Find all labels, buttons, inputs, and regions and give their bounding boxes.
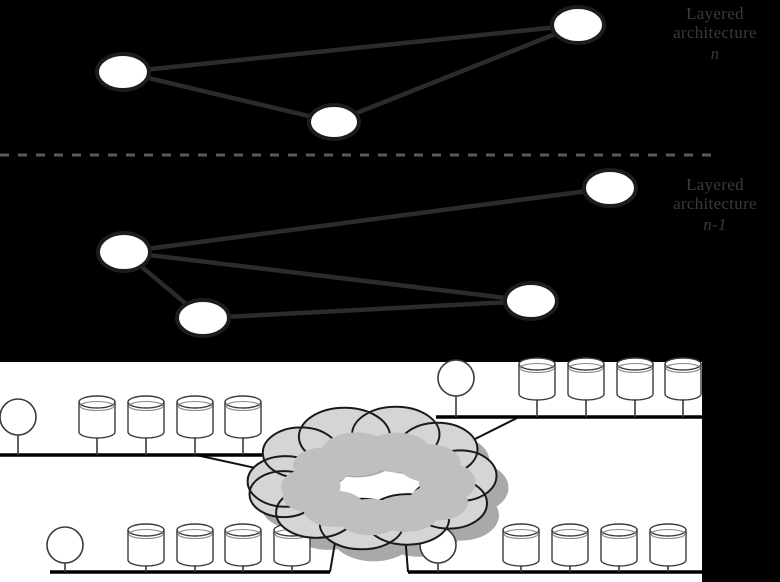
server-cylinder-icon[interactable]	[176, 395, 214, 439]
layer-label-n1-line2: architecture	[673, 194, 757, 213]
cloud-inner-shading	[281, 432, 476, 536]
cylinder-top-inner	[225, 528, 261, 540]
cylinder-top-inner	[128, 400, 164, 412]
cylinder-body	[616, 363, 654, 401]
layer-label-n1-line1: Layered	[686, 175, 744, 194]
layer-label-n-line1: Layered	[686, 4, 744, 23]
server-cylinder-icon[interactable]	[127, 523, 165, 567]
cylinder-body	[127, 401, 165, 439]
server-cylinder-icon[interactable]	[600, 523, 638, 567]
server-cylinder-icon[interactable]	[224, 523, 262, 567]
server-cylinder-icon[interactable]	[224, 395, 262, 439]
layer-edge	[356, 32, 555, 115]
server-cylinder-icon[interactable]	[649, 523, 687, 567]
cylinder-body	[224, 401, 262, 439]
server-cylinder-icon[interactable]	[176, 523, 214, 567]
cylinder-body	[600, 529, 638, 567]
layer-edge	[150, 189, 584, 251]
lan-bottom-right	[403, 521, 702, 574]
cylinder-body	[78, 401, 116, 439]
layer-label-n1-index: n-1	[703, 215, 727, 234]
server-cylinder-icon[interactable]	[616, 357, 654, 401]
cylinder-top-inner	[665, 362, 701, 374]
lan-top-left	[0, 395, 284, 475]
layer-node[interactable]	[503, 281, 559, 321]
cylinder-top-inner	[177, 528, 213, 540]
layer-edge	[150, 253, 505, 300]
layer-node[interactable]	[96, 231, 152, 273]
cylinder-top-inner	[225, 400, 261, 412]
server-cylinder-icon[interactable]	[664, 357, 702, 401]
server-cylinder-icon[interactable]	[518, 357, 556, 401]
cylinder-body	[551, 529, 589, 567]
cylinder-body	[567, 363, 605, 401]
cylinder-top-inner	[503, 528, 539, 540]
cylinder-top-inner	[552, 528, 588, 540]
server-cylinder-icon[interactable]	[78, 395, 116, 439]
cylinder-body	[127, 529, 165, 567]
layer-label-n-index: n	[710, 44, 720, 63]
layer-node[interactable]	[175, 298, 231, 338]
cylinder-top-inner	[650, 528, 686, 540]
cylinder-top-inner	[79, 400, 115, 412]
panel-right-mask	[702, 362, 780, 582]
layer-node[interactable]	[95, 52, 151, 92]
cylinder-body	[176, 529, 214, 567]
cylinder-body	[502, 529, 540, 567]
lan-top-right	[436, 357, 702, 456]
cylinder-body	[273, 529, 311, 567]
host-circle-icon[interactable]	[437, 359, 475, 397]
server-cylinder-icon[interactable]	[127, 395, 165, 439]
cylinder-body	[518, 363, 556, 401]
layer-edge	[148, 76, 310, 119]
layer-node[interactable]	[550, 5, 606, 45]
layer-edge	[140, 265, 187, 306]
layer-label-n-line2: architecture	[673, 23, 757, 42]
lan-bottom-left	[46, 523, 339, 574]
cylinder-body	[176, 401, 214, 439]
server-cylinder-icon[interactable]	[551, 523, 589, 567]
cylinder-top-inner	[177, 400, 213, 412]
server-cylinder-icon[interactable]	[567, 357, 605, 401]
cylinder-top-inner	[617, 362, 653, 374]
cylinder-top-inner	[601, 528, 637, 540]
layer-edge	[150, 25, 551, 72]
layer-edge	[230, 300, 504, 319]
layer-label-n: Layered architecture n	[655, 4, 775, 63]
cylinder-top-inner	[128, 528, 164, 540]
server-cylinder-icon[interactable]	[502, 523, 540, 567]
cylinder-body	[224, 529, 262, 567]
cylinder-top-inner	[519, 362, 555, 374]
host-circle-icon[interactable]	[0, 398, 37, 436]
layer-node[interactable]	[307, 103, 361, 141]
lower-layer-graph	[96, 168, 638, 338]
upper-layer-graph	[95, 5, 606, 141]
cylinder-body	[664, 363, 702, 401]
cylinder-body	[649, 529, 687, 567]
layer-label-n-minus-1: Layered architecture n-1	[655, 175, 775, 234]
layer-node[interactable]	[582, 168, 638, 208]
cylinder-top-inner	[568, 362, 604, 374]
host-circle-icon[interactable]	[46, 526, 84, 564]
network-diagram	[0, 357, 702, 574]
